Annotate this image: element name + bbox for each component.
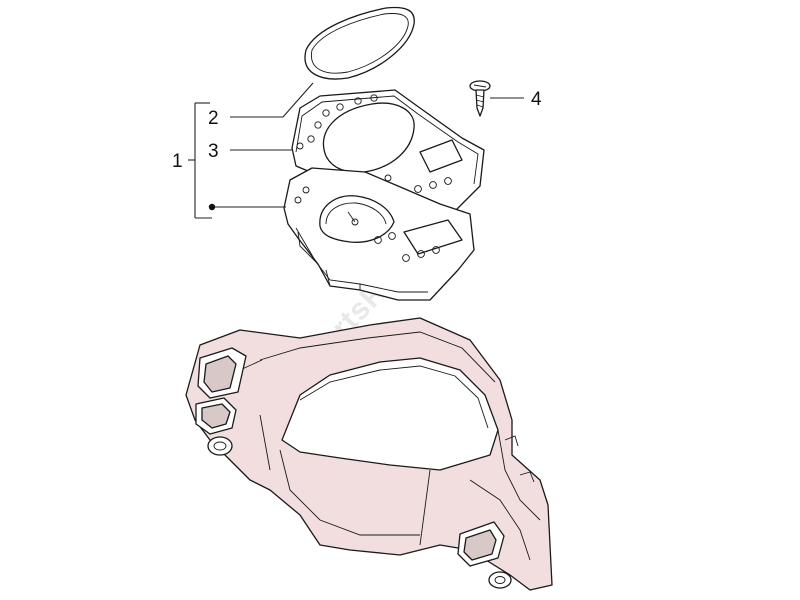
callout-leaders bbox=[188, 82, 524, 219]
instrument-housing bbox=[283, 167, 475, 301]
callout-label-3: 3 bbox=[208, 141, 219, 162]
screw-part-4 bbox=[469, 80, 491, 117]
handlebar-cover bbox=[185, 317, 553, 591]
gasket-ring-part-2 bbox=[304, 6, 415, 80]
callout-label-2: 2 bbox=[208, 108, 219, 129]
callout-label-4: 4 bbox=[531, 89, 542, 110]
callout-dot bbox=[208, 203, 216, 211]
callout-label-1: 1 bbox=[172, 151, 183, 172]
